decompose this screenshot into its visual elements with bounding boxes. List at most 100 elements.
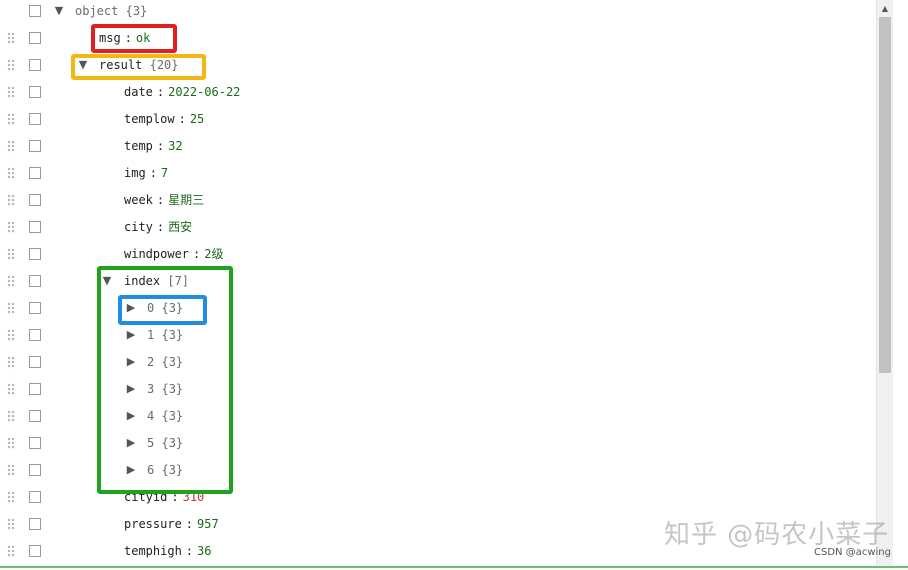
drag-handle-icon[interactable] — [7, 113, 16, 126]
checkbox-icon[interactable] — [29, 491, 41, 503]
checkbox-icon[interactable] — [29, 275, 41, 287]
checkbox-icon[interactable] — [29, 167, 41, 179]
drag-handle-icon[interactable] — [7, 383, 16, 396]
field-key: date — [124, 85, 153, 99]
field-value: 7 — [160, 166, 169, 180]
result-key: result — [99, 58, 143, 72]
triangle-down-icon[interactable]: ▼ — [102, 274, 112, 287]
drag-handle-icon[interactable] — [7, 356, 16, 369]
tree-row-index-item: ▶ 1 {3} — [0, 324, 876, 351]
checkbox-icon[interactable] — [29, 410, 41, 422]
triangle-right-icon[interactable]: ▶ — [126, 355, 136, 368]
drag-handle-icon[interactable] — [7, 59, 16, 72]
checkbox-icon[interactable] — [29, 221, 41, 233]
field-value: 36 — [197, 544, 212, 558]
checkbox-icon[interactable] — [29, 383, 41, 395]
item-key: 2 — [147, 355, 155, 369]
tree-row-index-item: ▶ 4 {3} — [0, 405, 876, 432]
separator: : — [149, 166, 157, 180]
field-value: 32 — [168, 139, 183, 153]
triangle-right-icon[interactable]: ▶ — [126, 328, 136, 341]
field-key: pressure — [124, 517, 182, 531]
checkbox-icon[interactable] — [29, 140, 41, 152]
drag-handle-icon[interactable] — [7, 140, 16, 153]
tree-row-field: windpower:2级 — [0, 243, 876, 270]
tree-row-field: temp:32 — [0, 135, 876, 162]
scroll-up-arrow-icon[interactable]: ▲ — [881, 4, 889, 13]
msg-key: msg — [99, 31, 121, 45]
field-value: 957 — [197, 517, 219, 531]
checkbox-icon[interactable] — [29, 302, 41, 314]
field-key: week — [124, 193, 153, 207]
drag-handle-icon[interactable] — [7, 275, 16, 288]
triangle-right-icon[interactable]: ▶ — [126, 301, 136, 314]
json-tree-viewer: ▼ object {3} msg:ok ▼ result {20} date:2… — [0, 4, 876, 558]
checkbox-icon[interactable] — [29, 194, 41, 206]
checkbox-icon[interactable] — [29, 518, 41, 530]
item-count: {3} — [161, 409, 184, 423]
drag-handle-icon[interactable] — [7, 194, 16, 207]
tree-row-index: ▼ index [7] — [0, 270, 876, 297]
tree-row-index-item: ▶ 0 {3} — [0, 297, 876, 324]
checkbox-icon[interactable] — [29, 32, 41, 44]
drag-handle-icon[interactable] — [7, 545, 16, 558]
checkbox-icon[interactable] — [29, 5, 41, 17]
drag-handle-icon[interactable] — [7, 329, 16, 342]
watermark-csdn: CSDN @acwing — [814, 547, 891, 558]
drag-handle-icon[interactable] — [7, 491, 16, 504]
drag-handle-icon[interactable] — [7, 86, 16, 99]
drag-handle-icon[interactable] — [7, 410, 16, 423]
separator: : — [156, 85, 165, 99]
tree-row-index-item: ▶ 2 {3} — [0, 351, 876, 378]
drag-handle-icon[interactable] — [7, 464, 16, 477]
tree-row-index-item: ▶ 5 {3} — [0, 432, 876, 459]
field-value: 2022-06-22 — [168, 85, 241, 99]
checkbox-icon[interactable] — [29, 59, 41, 71]
checkbox-icon[interactable] — [29, 248, 41, 260]
item-count: {3} — [161, 463, 184, 477]
msg-value: ok — [135, 31, 151, 45]
triangle-down-icon[interactable]: ▼ — [54, 4, 64, 17]
triangle-down-icon[interactable]: ▼ — [78, 58, 88, 71]
item-count: {3} — [161, 382, 184, 396]
index-count: [7] — [167, 274, 190, 288]
drag-handle-icon[interactable] — [7, 248, 16, 261]
field-key: temp — [124, 139, 153, 153]
root-key: object — [75, 4, 119, 18]
drag-handle-icon[interactable] — [7, 167, 16, 180]
separator: : — [156, 139, 165, 153]
checkbox-icon[interactable] — [29, 86, 41, 98]
separator: : — [124, 31, 132, 45]
tree-row-msg: msg:ok — [0, 27, 876, 54]
checkbox-icon[interactable] — [29, 545, 41, 557]
drag-handle-icon[interactable] — [7, 518, 16, 531]
triangle-right-icon[interactable]: ▶ — [126, 382, 136, 395]
checkbox-icon[interactable] — [29, 329, 41, 341]
item-count: {3} — [161, 328, 184, 342]
field-value: 2级 — [204, 247, 224, 261]
checkbox-icon[interactable] — [29, 437, 41, 449]
drag-handle-icon[interactable] — [7, 437, 16, 450]
tree-row-field: week:星期三 — [0, 189, 876, 216]
checkbox-icon[interactable] — [29, 356, 41, 368]
scrollbar-thumb[interactable] — [879, 17, 891, 373]
watermark: 知乎 @码农小菜子 — [664, 520, 890, 550]
field-value: 西安 — [168, 220, 193, 234]
drag-handle-icon[interactable] — [7, 221, 16, 234]
checkbox-icon[interactable] — [29, 113, 41, 125]
checkbox-icon[interactable] — [29, 464, 41, 476]
drag-handle-icon[interactable] — [7, 32, 16, 45]
vertical-scrollbar[interactable]: ▲ — [876, 0, 893, 566]
separator: : — [193, 247, 201, 261]
item-count: {3} — [161, 355, 184, 369]
triangle-right-icon[interactable]: ▶ — [126, 436, 136, 449]
drag-handle-icon[interactable] — [7, 302, 16, 315]
item-count: {3} — [161, 301, 184, 315]
item-key: 5 — [147, 436, 155, 450]
triangle-right-icon[interactable]: ▶ — [126, 409, 136, 422]
tree-row-field: date:2022-06-22 — [0, 81, 876, 108]
separator: : — [156, 220, 165, 234]
triangle-right-icon[interactable]: ▶ — [126, 463, 136, 476]
root-count: {3} — [125, 4, 148, 18]
bottom-border — [0, 566, 908, 568]
